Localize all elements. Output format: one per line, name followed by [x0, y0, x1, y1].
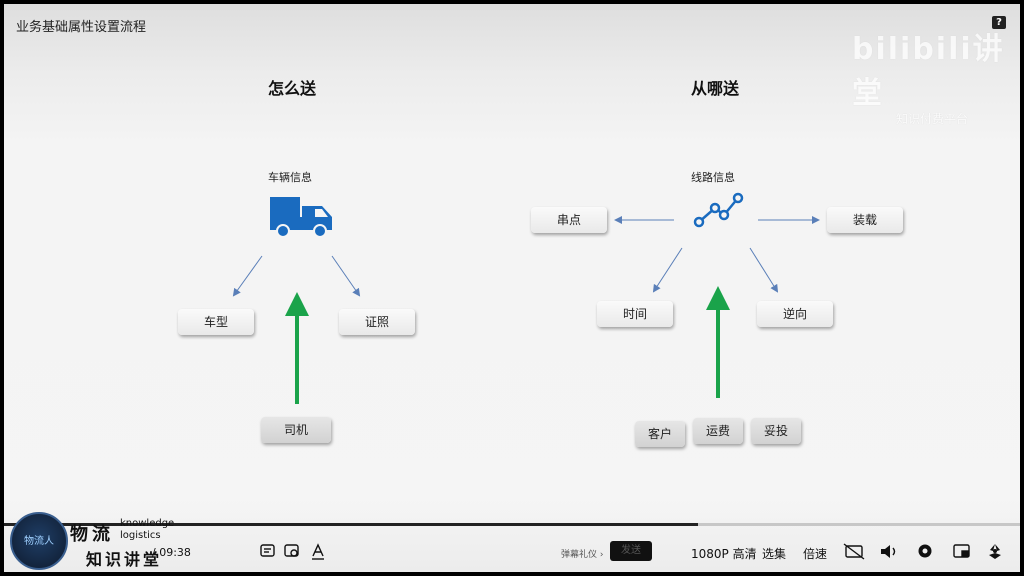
where-from-heading: 从哪送 [691, 79, 740, 98]
route-info-label: 线路信息 [691, 171, 735, 184]
freight-box: 运费 [693, 418, 743, 444]
text-style-icon [312, 543, 324, 560]
player-icons [260, 543, 1001, 560]
slide-title: 业务基础属性设置流程 [16, 20, 147, 35]
brand-en-line1: knowledge [120, 518, 175, 529]
danmaku-etiquette-link[interactable]: 弹幕礼仪 › [561, 550, 604, 560]
truck-icon [270, 197, 332, 238]
car-type-box: 车型 [178, 309, 254, 335]
channel-avatar[interactable]: 物流人 [10, 512, 68, 570]
danmaku-send-button[interactable]: 发送 [610, 541, 652, 561]
watermark-logo: bilibili讲堂 [852, 32, 1005, 111]
loading-box: 装载 [827, 207, 903, 233]
episodes-button[interactable]: 选集 [762, 547, 787, 561]
pip-icon [953, 544, 970, 558]
speed-button[interactable]: 倍速 [803, 547, 828, 561]
route-icon [693, 192, 744, 228]
reverse-box: 逆向 [757, 301, 833, 327]
delivery-box: 妥投 [751, 418, 801, 444]
chuan-dian-box: 串点 [531, 207, 607, 233]
driver-box: 司机 [261, 417, 331, 443]
diagram-arrows [232, 192, 820, 404]
subtitle-icon [843, 543, 865, 560]
brand-name-cn: 物流 [70, 524, 114, 545]
danmaku-toggle-icon [260, 544, 275, 557]
settings-icon [918, 544, 932, 558]
fullscreen-icon [989, 544, 1001, 559]
brand-name-cn-2: 知识讲堂 [86, 550, 163, 569]
customer-box: 客户 [635, 421, 685, 447]
watermark-subtitle: 知识付费平台 [896, 112, 969, 126]
brand-en-line2: logistics [120, 530, 161, 541]
player-control-bar [4, 500, 1020, 572]
brand-name-en: knowledge logistics [120, 518, 174, 542]
how-to-deliver-heading: 怎么送 [268, 79, 317, 98]
playback-time: / 09:38 [152, 546, 191, 559]
quality-button[interactable]: 1080P 高清 [691, 547, 757, 561]
progress-bar-fill [4, 523, 698, 526]
danmaku-settings-icon [284, 544, 299, 557]
platform-watermark: bilibili讲堂 知识付费平台 [852, 24, 1020, 126]
vehicle-info-label: 车辆信息 [268, 171, 312, 184]
help-icon[interactable]: ? [992, 16, 1006, 29]
license-box: 证照 [339, 309, 415, 335]
video-frame[interactable]: 业务基础属性设置流程 ? bilibili讲堂 知识付费平台 [4, 4, 1020, 572]
volume-icon [881, 545, 896, 558]
time-box: 时间 [597, 301, 673, 327]
